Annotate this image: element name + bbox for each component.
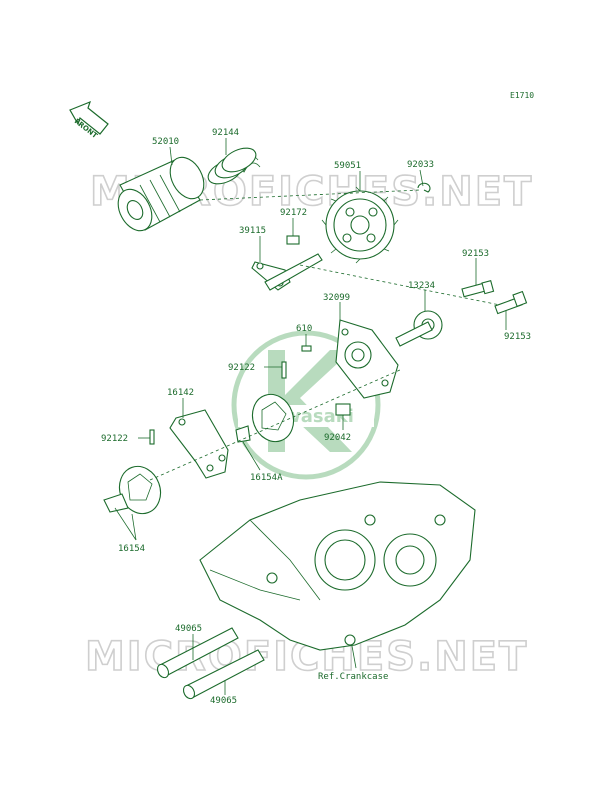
crankcase-part [199,481,476,651]
label-16154: 16154 [118,544,145,554]
leader-lines [114,138,507,695]
oil-pipe-part-lower [182,649,265,700]
label-52010: 52010 [152,137,179,147]
label-49065-top: 49065 [175,624,202,634]
pin-part-upper [281,361,287,379]
oil-filter-part [117,156,205,232]
inner-rotor-part [235,425,251,443]
diagram-code: E1710 [510,91,534,100]
bolt-part-lower [494,290,528,315]
label-610: 610 [296,324,312,334]
pump-body-part [335,319,399,399]
bolt-small-part [286,235,300,245]
label-92122-left: 92122 [101,434,128,444]
front-arrow-icon: FRONT [69,100,109,140]
label-92033: 92033 [407,160,434,170]
label-92172: 92172 [280,208,307,218]
label-49065-bottom: 49065 [210,696,237,706]
label-92122-mid: 92122 [228,363,255,373]
label-13234: 13234 [408,281,435,291]
bolt-part-upper [461,279,495,298]
collar-part [335,403,351,416]
rotor-part [103,465,162,515]
label-16154A: 16154A [250,473,283,483]
label-92144: 92144 [212,128,239,138]
oil-pipe-part-upper [156,627,239,679]
label-16142: 16142 [167,388,194,398]
label-ref-crankcase: Ref.Crankcase [318,672,388,682]
shaft-plate-part [251,253,323,291]
spring-part [207,147,261,185]
gear-part [321,186,399,264]
dowel-part [301,345,312,352]
part-labels: 52010 92144 59051 92033 92172 39115 9215… [101,128,531,706]
label-92153-top: 92153 [462,249,489,259]
label-92153-right: 92153 [504,332,531,342]
circlip-part [417,182,431,193]
label-39115: 39115 [239,226,266,236]
pin-part-left [149,429,155,445]
cover-plate-part [169,409,229,479]
label-59051: 59051 [334,161,361,171]
label-32099: 32099 [323,293,350,303]
label-92042: 92042 [324,433,351,443]
sprocket-part [395,310,443,347]
